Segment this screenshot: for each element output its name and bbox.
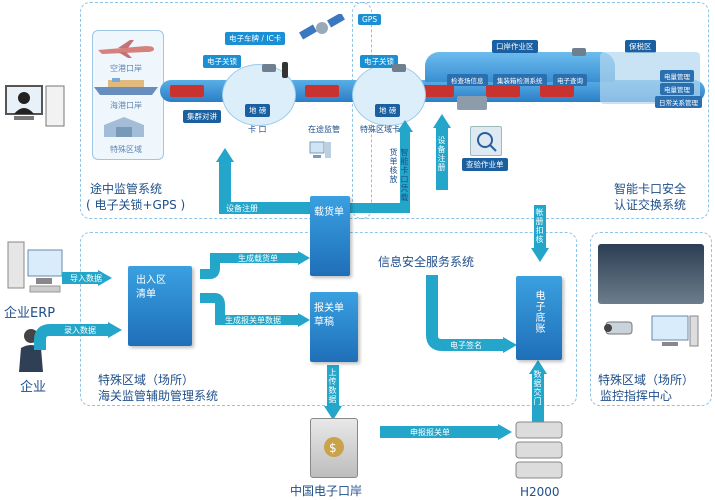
doc-customs-l1: 报关单 [314, 303, 344, 314]
doc-entry-list-l2: 清单 [136, 289, 156, 300]
label-weighbridge-1: 地 磅 [245, 104, 271, 117]
chip-e-plate: 电子车牌 / IC卡 [225, 32, 286, 45]
svg-text:$: $ [329, 441, 337, 455]
doc-load-bill-label: 载货单 [314, 207, 344, 218]
truck-5 [420, 85, 454, 97]
info-security-label: 信息安全服务系统 [378, 255, 475, 269]
monitor-panel [590, 232, 712, 406]
monitor-title-2: 监控指挥中心 [600, 389, 673, 403]
chip-bonded-zone: 保税区 [625, 40, 656, 53]
label-special-gate: 特殊区域卡口 [360, 125, 408, 134]
erp-computer-icon [6, 240, 66, 298]
china-port-server-icon: $ [310, 418, 358, 478]
top-right-panel [352, 2, 709, 219]
flow-input-data: 录入数据 [64, 326, 96, 335]
camera-icon-1 [262, 64, 276, 72]
flow-bill-check: 帐册扣核 [535, 208, 544, 244]
flow-declare: 申报报关单 [410, 428, 450, 437]
label-weighbridge-2: 地 磅 [375, 104, 401, 117]
chip-e-lock-2: 电子关锁 [360, 55, 398, 68]
chip-gps: GPS [358, 14, 382, 25]
camera-icon-3 [572, 48, 586, 56]
chip-port-zone: 口岸作业区 [492, 40, 538, 53]
computer-icon-small [308, 140, 332, 162]
mini-e-query: 电子查询 [553, 74, 587, 86]
flow-gen-customs: 生成报关单数据 [225, 316, 281, 325]
truck-7 [540, 85, 574, 97]
right-label-2: 电量管理 [660, 83, 694, 95]
label-gate: 卡 口 [248, 125, 267, 134]
doc-entry-list-l1: 出入区 [136, 275, 166, 286]
enterprise-label: 企业 [20, 380, 47, 395]
port-label-sea: 海港口岸 [110, 101, 142, 110]
truck-6 [486, 85, 520, 97]
label-cluster-talk: 集群对讲 [183, 110, 221, 123]
transit-title-2: ( 电子关锁+GPS ) [86, 198, 186, 212]
doc-e-ledger-label: 电子底账 [533, 290, 544, 334]
special-system-1: 特殊区域（场所） [98, 373, 195, 387]
warehouse-icon [102, 115, 146, 139]
ship-icon [94, 78, 158, 96]
smart-gate-title-2: 认证交换系统 [614, 198, 687, 212]
scanner-icon [457, 96, 487, 110]
mini-container-scan: 集装箱检测系统 [493, 74, 547, 86]
mini-inspection-info: 检查场信息 [447, 74, 488, 86]
right-label-1: 电量管理 [660, 70, 694, 82]
doc-load-bill: 载货单 [310, 196, 350, 276]
doc-e-ledger: 电子底账 [516, 276, 562, 360]
flow-e-sign: 电子签名 [450, 341, 482, 350]
flow-upload-data: 上传数据 [328, 368, 337, 404]
flow-smart-gate: 智能卡口凭载货单核放 [389, 148, 409, 202]
flow-gen-load: 生成载货单 [238, 254, 278, 263]
transit-title-1: 途中监管系统 [90, 182, 163, 196]
inspection-label: 查验作业单 [462, 158, 508, 171]
traffic-light-icon [282, 62, 288, 78]
monitor-computer-icon [650, 314, 700, 352]
erp-label: 企业ERP [4, 306, 56, 321]
china-port-label: 中国电子口岸 [290, 484, 363, 498]
right-label-3: 日常关系管理 [655, 96, 702, 108]
flow-device-register-2: 设备注册 [437, 136, 446, 172]
operator-icon [4, 82, 68, 134]
video-wall-image [598, 244, 704, 304]
flow-import-data: 导入数据 [70, 274, 102, 283]
satellite-icon [298, 12, 348, 54]
port-label-special: 特殊区域 [110, 145, 142, 154]
cctv-camera-icon [602, 316, 642, 342]
camera-icon-2 [392, 64, 406, 72]
flow-device-register: 设备注册 [226, 204, 258, 213]
monitor-title-1: 特殊区域（场所） [598, 373, 695, 387]
label-in-transit: 在途监管 [308, 125, 340, 134]
h2000-label: H2000 [520, 485, 560, 499]
truck-3 [305, 85, 339, 97]
smart-gate-title-1: 智能卡口安全 [614, 182, 687, 196]
doc-customs-l2: 草稿 [314, 317, 334, 328]
truck-1 [170, 85, 204, 97]
airplane-icon [96, 38, 156, 58]
h2000-server-icon [514, 420, 564, 482]
port-label-air: 空港口岸 [110, 64, 142, 73]
chip-e-lock-1: 电子关锁 [203, 55, 241, 68]
flow-data-exchange: 数据交门 [533, 370, 542, 406]
doc-customs-draft: 报关单 草稿 [310, 292, 358, 362]
special-system-2: 海关监管辅助管理系统 [98, 389, 219, 403]
doc-entry-list: 出入区 清单 [128, 266, 192, 346]
inspection-icon [470, 126, 502, 156]
